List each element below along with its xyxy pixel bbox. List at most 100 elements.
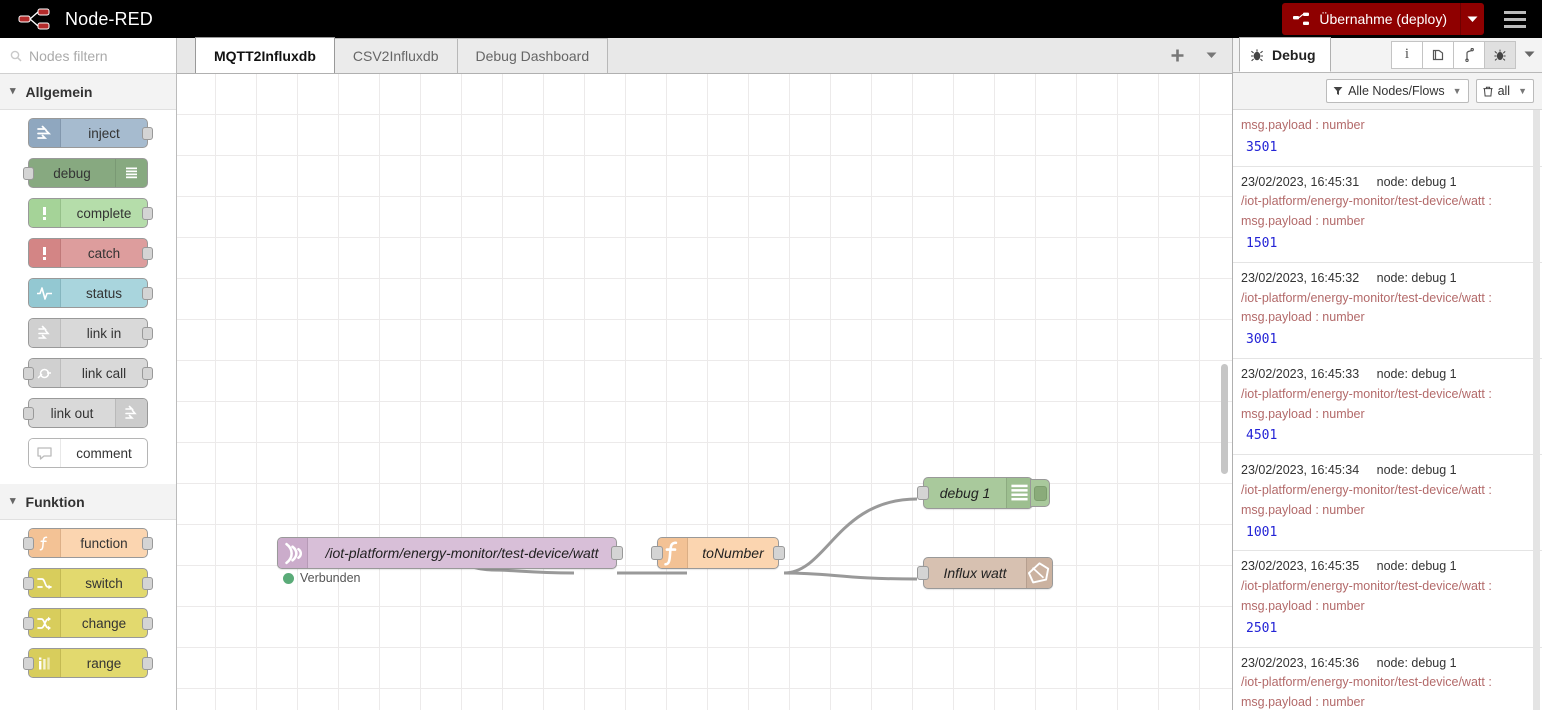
- node-input-port[interactable]: [23, 617, 34, 630]
- function-f-icon-wrap: [658, 538, 688, 568]
- node-input-port[interactable]: [23, 167, 34, 180]
- sidebar-debug-button[interactable]: [1484, 40, 1516, 69]
- debug-message[interactable]: 23/02/2023, 16:45:36 node: debug 1 /iot-…: [1233, 648, 1542, 710]
- palette-node-label: range: [86, 655, 122, 671]
- palette-category-allgemein[interactable]: ▾ Allgemein: [0, 74, 176, 110]
- debug-message-topic: /iot-platform/energy-monitor/test-device…: [1241, 194, 1492, 209]
- comment-bubble-icon: [37, 446, 52, 460]
- debug-lines-icon: [126, 167, 137, 178]
- node-input-port[interactable]: [651, 546, 663, 560]
- node-input-port[interactable]: [23, 367, 34, 380]
- node-output-port[interactable]: [142, 577, 153, 590]
- funnel-icon: [1333, 87, 1343, 95]
- sidebar-more-button[interactable]: [1516, 41, 1542, 69]
- debug-clear-button[interactable]: all ▼: [1475, 79, 1534, 103]
- palette-node-link-in[interactable]: link in: [28, 318, 153, 348]
- palette-node-debug[interactable]: debug: [23, 158, 148, 188]
- info-icon: i: [1404, 46, 1410, 62]
- debug-message-value: 1501: [1246, 235, 1278, 251]
- debug-message-type: msg.payload : number: [1241, 695, 1365, 710]
- node-output-port[interactable]: [142, 287, 153, 300]
- palette-node-link-out[interactable]: link out: [23, 398, 148, 428]
- node-input-port[interactable]: [23, 537, 34, 550]
- exclamation-icon-wrap: [29, 199, 61, 227]
- debug-message[interactable]: msg.payload : number 3501: [1233, 110, 1542, 167]
- flow-tab-debug-dashboard[interactable]: Debug Dashboard: [456, 38, 609, 73]
- node-output-port[interactable]: [611, 546, 623, 560]
- node-output-port[interactable]: [773, 546, 785, 560]
- node-output-port[interactable]: [142, 367, 153, 380]
- debug-message-type: msg.payload : number: [1241, 598, 1365, 613]
- tab-debug-label: Debug: [1272, 46, 1316, 63]
- debug-lines-icon-wrap: [115, 159, 147, 187]
- palette-node-switch[interactable]: switch: [23, 568, 153, 598]
- sidebar-git-button[interactable]: [1453, 40, 1485, 69]
- node-input-port[interactable]: [23, 657, 34, 670]
- node-input-port[interactable]: [917, 566, 929, 580]
- add-flow-button[interactable]: [1160, 39, 1194, 73]
- deploy-button[interactable]: Übernahme (deploy): [1282, 3, 1460, 35]
- debug-message-header: 23/02/2023, 16:45:34 node: debug 1: [1241, 461, 1532, 481]
- link-call-icon: [37, 368, 51, 379]
- palette-node-catch[interactable]: catch: [28, 238, 153, 268]
- node-input-port[interactable]: [917, 486, 929, 500]
- palette-node-change[interactable]: change: [23, 608, 153, 638]
- switch-icon-wrap: [29, 569, 61, 597]
- debug-message-list[interactable]: msg.payload : number 3501 23/02/2023, 16…: [1233, 110, 1542, 710]
- deploy-options-button[interactable]: [1460, 3, 1484, 35]
- palette-node-label: comment: [76, 445, 132, 461]
- node-input-port[interactable]: [23, 577, 34, 590]
- bug-icon: [1251, 48, 1263, 61]
- flow-node-mqtt-in[interactable]: /iot-platform/energy-monitor/test-device…: [277, 537, 623, 569]
- sidebar-help-button[interactable]: [1422, 40, 1454, 69]
- deploy-icon: [1293, 12, 1310, 25]
- node-output-port[interactable]: [142, 657, 153, 670]
- node-output-port[interactable]: [142, 617, 153, 630]
- debug-message[interactable]: 23/02/2023, 16:45:34 node: debug 1 /iot-…: [1233, 455, 1542, 552]
- palette-node-label: catch: [87, 245, 121, 261]
- node-output-port[interactable]: [142, 537, 153, 550]
- palette-node-label: switch: [85, 575, 123, 591]
- flow-node-influx-watt[interactable]: Influx watt: [917, 557, 1053, 589]
- flow-node-debug-1[interactable]: debug 1: [917, 477, 1050, 509]
- debug-scrollbar[interactable]: [1533, 110, 1540, 710]
- debug-lines-icon: [1011, 484, 1028, 500]
- sidebar-info-button[interactable]: i: [1391, 40, 1423, 69]
- flow-list-button[interactable]: [1194, 39, 1228, 73]
- palette-node-function[interactable]: function: [23, 528, 153, 558]
- tab-debug[interactable]: Debug: [1239, 37, 1331, 72]
- flow-tab-mqtt2influxdb[interactable]: MQTT2Influxdb: [195, 37, 335, 73]
- flow-canvas[interactable]: /iot-platform/energy-monitor/test-device…: [177, 74, 1232, 710]
- palette-node-inject[interactable]: inject: [28, 118, 153, 148]
- palette-node-link-call[interactable]: link call: [23, 358, 153, 388]
- palette-node-range[interactable]: range: [23, 648, 153, 678]
- node-output-port[interactable]: [142, 207, 153, 220]
- debug-message[interactable]: 23/02/2023, 16:45:31 node: debug 1 /iot-…: [1233, 167, 1542, 263]
- debug-filter-select[interactable]: Alle Nodes/Flows ▼: [1326, 79, 1469, 103]
- range-icon-wrap: [29, 649, 61, 677]
- canvas-scrollbar[interactable]: [1221, 364, 1228, 474]
- palette-search-row[interactable]: [0, 38, 176, 74]
- pulse-icon: [37, 286, 52, 300]
- app-logo: Node-RED: [0, 8, 153, 30]
- debug-message-time: 23/02/2023, 16:45:31: [1241, 174, 1360, 189]
- chevron-down-icon: [1467, 16, 1478, 22]
- debug-message[interactable]: 23/02/2023, 16:45:32 node: debug 1 /iot-…: [1233, 263, 1542, 359]
- main-menu-button[interactable]: [1498, 0, 1532, 38]
- palette-node-status[interactable]: status: [28, 278, 153, 308]
- flow-tab-csv2influxdb[interactable]: CSV2Influxdb: [333, 38, 458, 73]
- debug-toolbar: Alle Nodes/Flows ▼ all ▼: [1233, 73, 1542, 110]
- palette-node-comment[interactable]: comment: [28, 438, 148, 468]
- debug-node-toggle[interactable]: [1030, 479, 1050, 507]
- node-output-port[interactable]: [142, 247, 153, 260]
- debug-message[interactable]: 23/02/2023, 16:45:35 node: debug 1 /iot-…: [1233, 551, 1542, 648]
- debug-message[interactable]: 23/02/2023, 16:45:33 node: debug 1 /iot-…: [1233, 359, 1542, 456]
- palette-node-complete[interactable]: complete: [28, 198, 153, 228]
- node-output-port[interactable]: [142, 327, 153, 340]
- inject-arrow-icon-wrap: [29, 119, 61, 147]
- node-input-port[interactable]: [23, 407, 34, 420]
- palette-search-input[interactable]: [29, 47, 159, 64]
- flow-node-to-number[interactable]: toNumber: [651, 537, 785, 569]
- palette-category-funktion[interactable]: ▾ Funktion: [0, 484, 176, 520]
- node-output-port[interactable]: [142, 127, 153, 140]
